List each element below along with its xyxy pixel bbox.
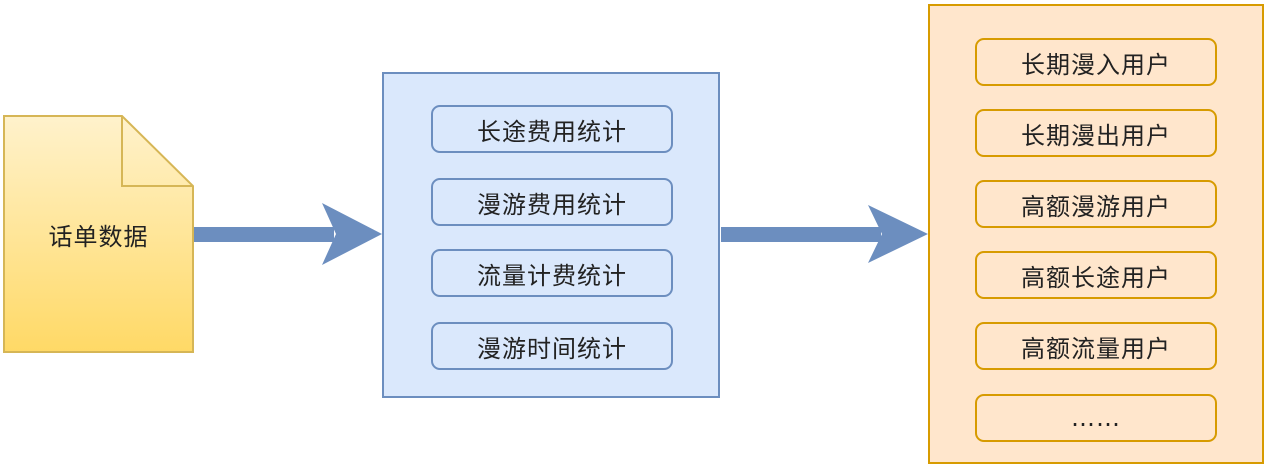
user-item-high-roaming: 高额漫游用户 [975, 180, 1217, 228]
statistics-panel: 长途费用统计 漫游费用统计 流量计费统计 漫游时间统计 [382, 72, 720, 398]
source-document-label: 话单数据 [48, 222, 149, 251]
user-item-long-term-roam-in: 长期漫入用户 [975, 38, 1217, 86]
stat-item-data-fee: 流量计费统计 [431, 249, 673, 297]
stat-item-roaming-time: 漫游时间统计 [431, 322, 673, 370]
user-item-more: …… [975, 394, 1217, 442]
user-item-high-data: 高额流量用户 [975, 322, 1217, 370]
document-fold [121, 116, 193, 187]
arrow-document-to-statistics [194, 203, 382, 265]
user-item-long-term-roam-out: 长期漫出用户 [975, 109, 1217, 157]
user-groups-panel: 长期漫入用户 长期漫出用户 高额漫游用户 高额长途用户 高额流量用户 …… [928, 4, 1264, 464]
arrow-statistics-to-users [721, 205, 928, 263]
document-shape [3, 115, 194, 353]
stat-item-roaming-fee: 漫游费用统计 [431, 178, 673, 226]
user-item-high-long-distance: 高额长途用户 [975, 251, 1217, 299]
stat-item-long-distance-fee: 长途费用统计 [431, 105, 673, 153]
